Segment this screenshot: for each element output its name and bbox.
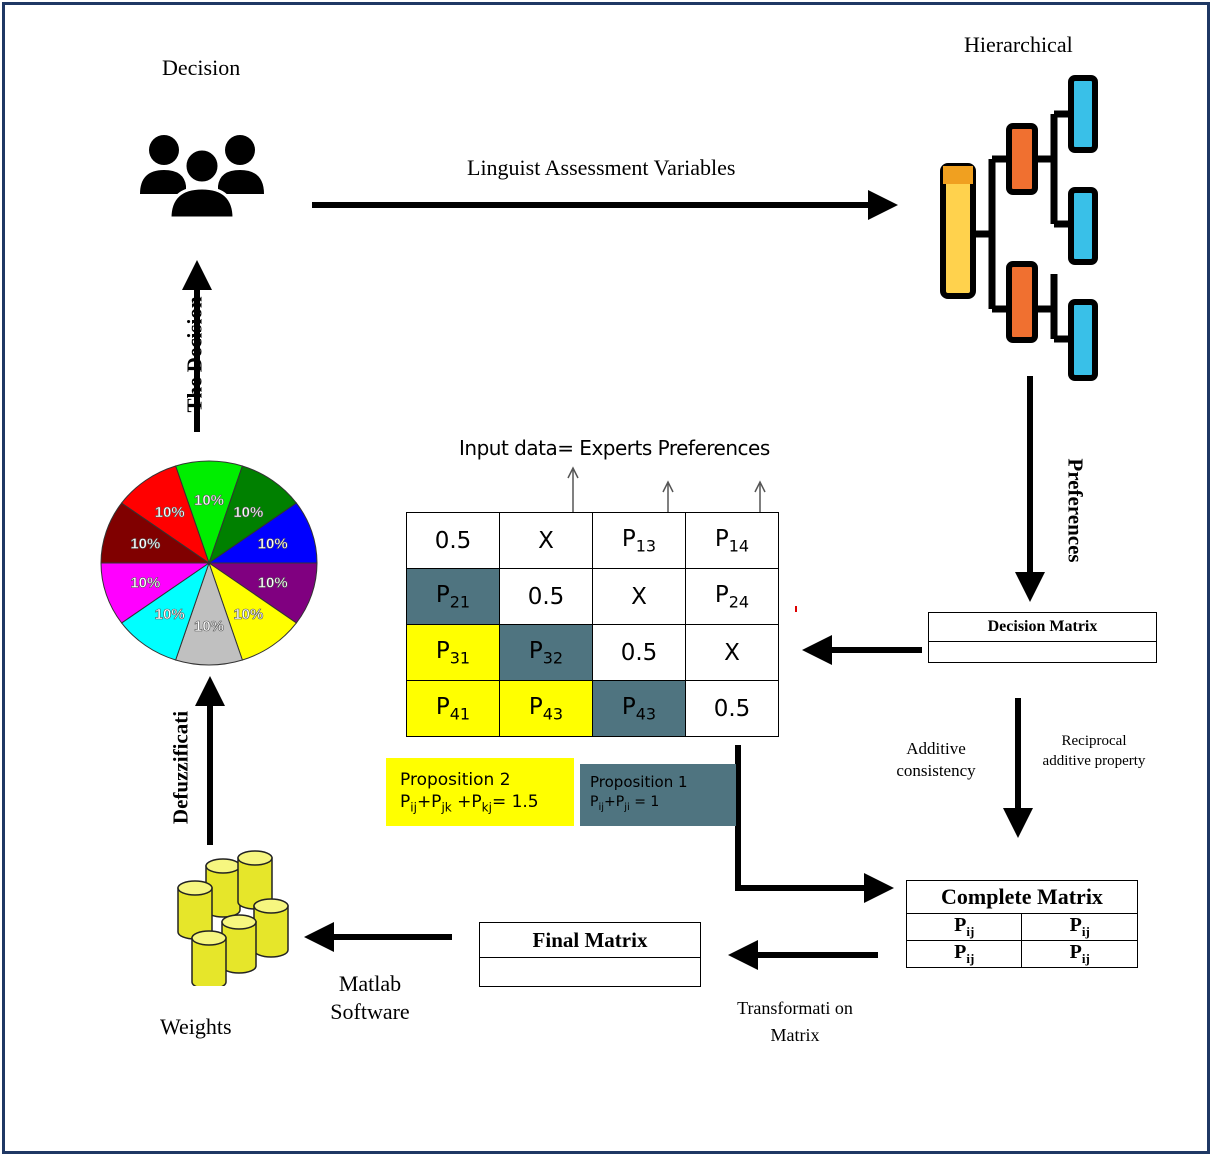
matrix-cell: X <box>499 512 593 569</box>
pie-slice-label: 10% <box>155 504 185 521</box>
final-matrix-title: Final Matrix <box>479 922 701 958</box>
input-data-label: Input data= Experts Preferences <box>459 436 770 460</box>
arrow-input-to-complete <box>735 745 894 903</box>
matrix-cell: P31 <box>406 624 500 681</box>
pie-slice-label: 10% <box>233 504 263 521</box>
pie-slice-label: 10% <box>130 535 160 552</box>
preferences-label: Preferences <box>1063 458 1088 563</box>
complete-matrix-box: Complete Matrix Pij Pij Pij Pij <box>905 880 1138 968</box>
reciprocal-property-label: Reciprocal additive property <box>1042 733 1146 769</box>
complete-matrix-cell: Pij <box>1021 913 1138 941</box>
transformation-matrix-label: Transformati on Matrix <box>737 998 853 1045</box>
complete-matrix-cell: Pij <box>905 940 1023 968</box>
the-decision-label: The Decision <box>182 296 207 413</box>
additive-consistency-label: Additive consistency <box>896 739 976 780</box>
complete-matrix-cell: Pij <box>905 913 1023 941</box>
complete-matrix-title: Complete Matrix <box>906 880 1138 914</box>
complete-matrix-cell: Pij <box>1021 940 1138 968</box>
pie-slice-label: 10% <box>194 492 224 509</box>
matrix-cell: X <box>592 568 686 625</box>
decision-label: Decision <box>162 55 241 80</box>
final-matrix-box: Final Matrix <box>479 922 701 987</box>
defuzzification-label: Defuzzificati <box>168 710 193 825</box>
decision-matrix-box: Decision Matrix <box>928 612 1157 663</box>
pie-slice-label: 10% <box>130 575 160 592</box>
pie-slice-label: 10% <box>155 606 185 623</box>
proposition-1-box: Proposition 1 Pij+Pji = 1 <box>580 764 736 826</box>
matrix-cell: 0.5 <box>499 568 593 625</box>
matrix-cell: P14 <box>685 512 779 569</box>
decision-matrix-title: Decision Matrix <box>928 612 1157 642</box>
proposition-2-box: Proposition 2 Pij+Pjk +Pkj= 1.5 <box>386 758 574 826</box>
matrix-cell: 0.5 <box>592 624 686 681</box>
pie-slice-label: 10% <box>194 618 224 635</box>
matrix-cell: P21 <box>406 568 500 625</box>
matrix-cell: P41 <box>406 680 500 737</box>
matrix-cell: X <box>685 624 779 681</box>
matrix-cell: 0.5 <box>406 512 500 569</box>
pie-slice-label: 10% <box>258 535 288 552</box>
weights-pie-chart: 10% 10% 10% 10% 10% 10% 10% 10% 10% 10% <box>100 460 318 666</box>
weights-label: Weights <box>160 1014 232 1039</box>
hierarchy-tree-icon <box>940 75 1098 381</box>
pie-slice <box>120 465 210 565</box>
matlab-software-label: Matlab Software <box>330 971 410 1024</box>
pie-slice-label: 10% <box>258 575 288 592</box>
matrix-cell: P13 <box>592 512 686 569</box>
proposition-1-formula: Pij+Pji = 1 <box>590 794 660 813</box>
database-cylinders-icon <box>177 850 289 986</box>
matrix-cell: P32 <box>499 624 593 681</box>
matrix-cell: 0.5 <box>685 680 779 737</box>
pie-slice-label: 10% <box>233 606 263 623</box>
matrix-cell: P43 <box>499 680 593 737</box>
proposition-1-title: Proposition 1 <box>590 773 688 791</box>
users-icon <box>140 135 264 220</box>
matrix-cell: P43 <box>592 680 686 737</box>
linguist-label: Linguist Assessment Variables <box>467 155 736 180</box>
proposition-2-title: Proposition 2 <box>400 770 511 790</box>
matrix-cell: P24 <box>685 568 779 625</box>
hierarchical-label: Hierarchical <box>964 32 1073 57</box>
proposition-2-formula: Pij+Pjk +Pkj= 1.5 <box>400 792 539 815</box>
